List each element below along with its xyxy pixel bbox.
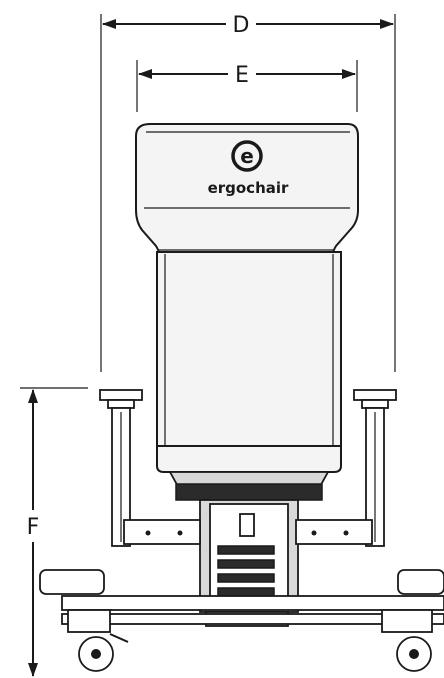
armrest-left (99, 389, 201, 547)
logo-letter: e (240, 144, 254, 168)
caster-right-fork (381, 609, 433, 633)
dimension-f: F (20, 387, 88, 677)
backrest (135, 123, 359, 473)
armrest-left-pad (99, 389, 143, 401)
base-rail-bottom (61, 613, 444, 625)
housing-slot-3 (217, 573, 275, 583)
armrest-right-cap (361, 399, 389, 409)
dimension-d-label: D (233, 13, 250, 38)
backrest-seams (144, 131, 350, 251)
bolt-icon (311, 530, 317, 536)
armrest-right (295, 389, 397, 547)
foot-pad-right (397, 569, 444, 595)
seat-mechanism (168, 471, 330, 627)
dimension-d: D (100, 13, 396, 372)
base-frame (39, 569, 444, 625)
dimension-e: E (136, 60, 358, 112)
caster-left-lever (109, 633, 129, 643)
brand-logo: e ergochair (208, 140, 289, 197)
housing-latch (239, 513, 255, 537)
backrest-body (156, 251, 342, 453)
wheel-hub-icon (409, 649, 419, 659)
bolt-icon (177, 530, 183, 536)
caster-right (381, 609, 433, 672)
caster-left-fork (67, 609, 111, 633)
backrest-bottom-cushion (156, 445, 342, 473)
caster-left (67, 609, 129, 672)
wheel-hub-icon (91, 649, 101, 659)
dimension-f-label: F (27, 515, 40, 540)
base-rail-top (61, 595, 444, 611)
bolt-icon (343, 530, 349, 536)
foot-pad-left (39, 569, 105, 595)
armrest-right-pad (353, 389, 397, 401)
armrest-left-bracket (123, 519, 201, 545)
seat-bracket (175, 483, 323, 501)
housing-slot-1 (217, 545, 275, 555)
housing-slot-4 (217, 587, 275, 597)
bolt-icon (145, 530, 151, 536)
dimension-e-label: E (235, 63, 249, 88)
brand-wordmark: ergochair (208, 179, 289, 197)
logo-ring-icon (231, 140, 263, 172)
armrest-left-cap (107, 399, 135, 409)
housing-slot-2 (217, 559, 275, 569)
armrest-right-bracket (295, 519, 373, 545)
